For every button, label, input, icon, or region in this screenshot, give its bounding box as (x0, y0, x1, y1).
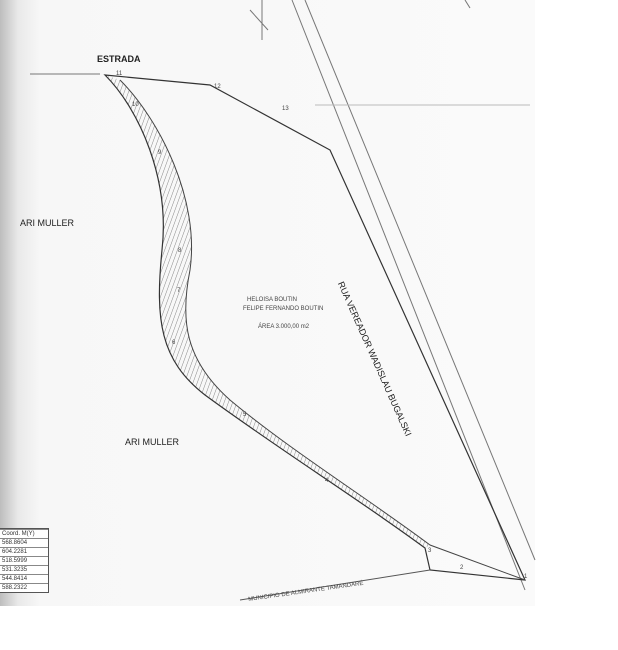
vertex-label: 11 (116, 71, 123, 77)
vertex-label: 8 (178, 248, 182, 254)
vertex-label: 4 (325, 478, 329, 484)
table-cell: 588.2322 (0, 583, 48, 592)
inner-boundary (119, 79, 526, 581)
table-cell: 604.2281 (0, 547, 48, 556)
area-label: ÁREA 3.000,00 m2 (258, 324, 310, 330)
coordinate-table: Coord. M(Y) 568.8604 604.2281 518.5999 5… (0, 528, 49, 593)
vertex-label: 9 (158, 150, 162, 156)
parcel-boundary (103, 74, 526, 581)
owner-label: HELOISA BOUTIN (247, 297, 298, 303)
neighbor-label: ARI MULLER (125, 437, 180, 447)
vertex-label: 3 (428, 548, 432, 554)
vertex-label: 2 (460, 565, 464, 571)
table-cell: 518.5999 (0, 556, 48, 565)
vertex-label: 5 (243, 412, 247, 418)
vertex-label: 12 (214, 84, 221, 90)
table-cell: 531.3235 (0, 565, 48, 574)
municipal-border (239, 569, 431, 601)
vertex-label: 10 (132, 102, 139, 108)
table-cell: 544.8414 (0, 574, 48, 583)
vertex-label: 13 (282, 106, 289, 112)
table-header: Coord. M(Y) (0, 529, 48, 538)
table-cell: 568.8604 (0, 538, 48, 547)
neighbor-label: ARI MULLER (20, 218, 75, 228)
road-lines (30, 0, 536, 591)
vertex-label: 6 (172, 340, 176, 346)
hatched-strip (105, 75, 430, 548)
scanned-sheet (0, 0, 535, 606)
vertex-label: 7 (177, 288, 181, 294)
vertex-label: 1 (524, 574, 528, 580)
road-label-estrada: ESTRADA (97, 54, 141, 64)
owner-label: FELIPE FERNANDO BOUTIN (243, 306, 324, 312)
